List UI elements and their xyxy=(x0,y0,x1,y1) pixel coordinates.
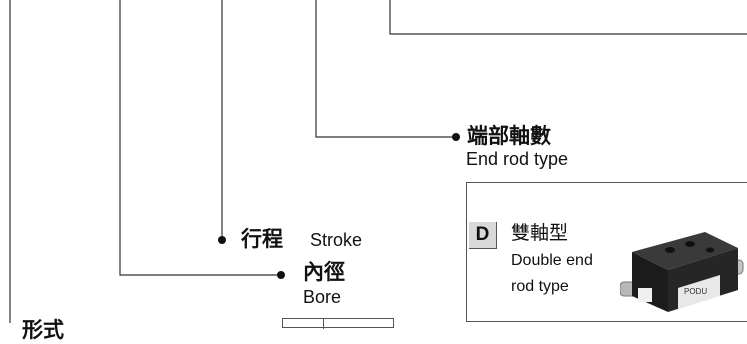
option-name-zh: 雙軸型 xyxy=(511,222,569,244)
bore-label-zh: 內徑 xyxy=(303,260,345,284)
truncated-bottom-heading: 形式 xyxy=(22,318,64,342)
option-box-double-end xyxy=(466,182,747,322)
leader-lines xyxy=(9,0,747,323)
bore-leader xyxy=(119,0,280,276)
top-bracket xyxy=(389,0,747,35)
product-label-text: PODU xyxy=(684,287,707,296)
stroke-label-en: Stroke xyxy=(310,230,363,250)
end-rod-label-en: End rod type xyxy=(466,149,569,169)
end-rod-dot xyxy=(452,133,460,141)
end-rod-leader xyxy=(315,0,452,138)
bottom-table-fragment xyxy=(282,318,394,329)
option-name-en-line2: rod type xyxy=(511,278,569,295)
bottom-table-divider xyxy=(323,319,324,329)
stroke-dot xyxy=(218,236,226,244)
option-name-en-line1: Double end xyxy=(511,252,593,269)
bore-dot xyxy=(277,271,285,279)
end-rod-label-zh: 端部軸數 xyxy=(467,124,551,148)
stroke-label-zh: 行程 xyxy=(241,227,283,251)
option-code-cell: D xyxy=(469,222,497,249)
bore-label-en: Bore xyxy=(303,287,342,307)
double-end-cylinder-image: PODU xyxy=(620,232,744,312)
